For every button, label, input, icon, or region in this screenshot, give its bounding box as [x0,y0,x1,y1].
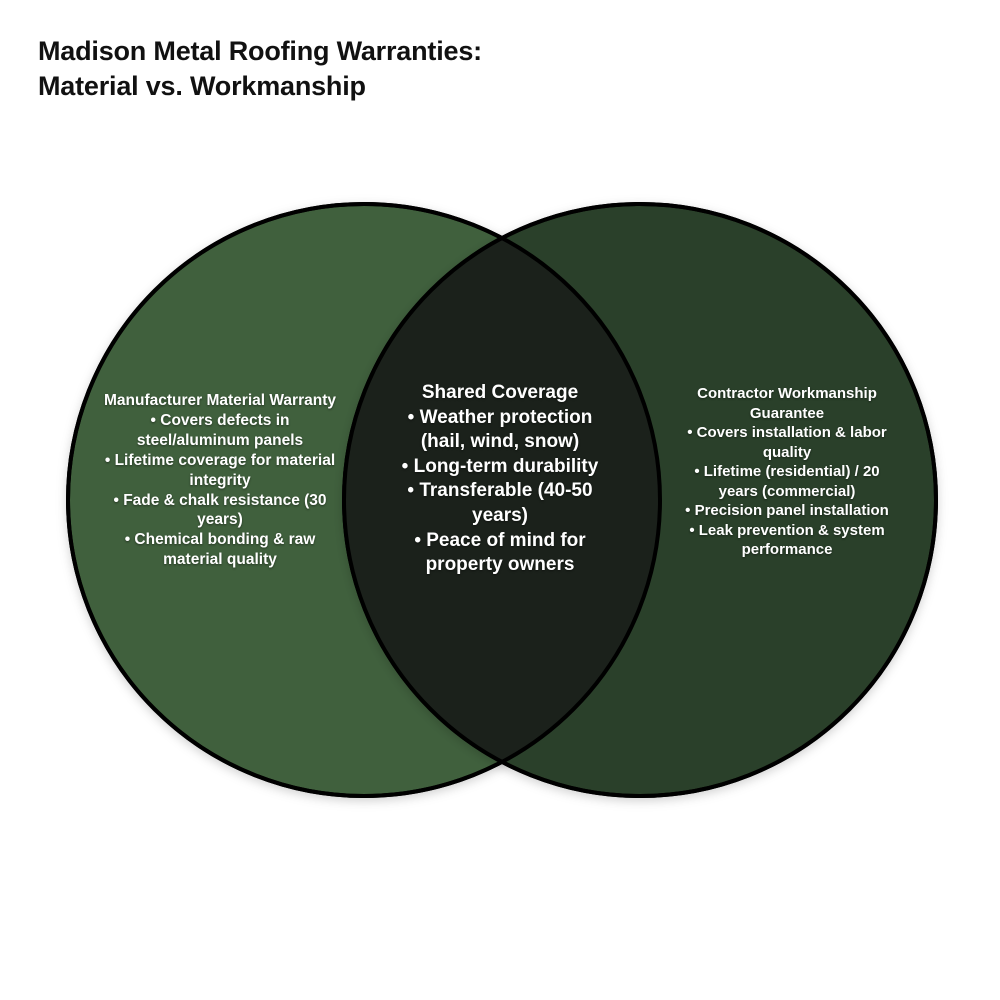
venn-circle-left-outline [66,202,662,798]
page-title: Madison Metal Roofing Warranties: Materi… [38,36,482,101]
venn-overlap-region [344,204,660,796]
venn-circle-right-outline [342,202,938,798]
